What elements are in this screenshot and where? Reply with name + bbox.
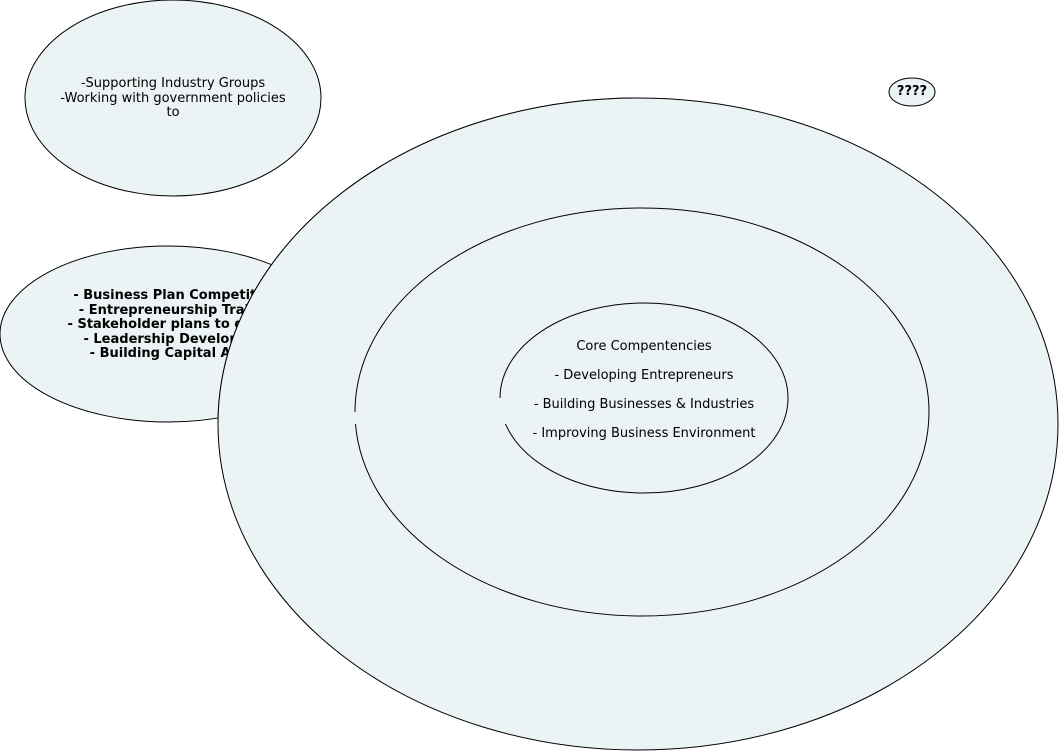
core-item-1: - Developing Entrepreneurs — [554, 368, 734, 383]
bubble-top-left-line-2: -Working with government policies — [60, 90, 286, 106]
core-title: Core Compentencies — [576, 339, 712, 354]
bubble-mid-left-line-2: - Entrepreneurship Training — [78, 302, 282, 318]
bubble-mid-left-line-3: - Stakeholder plans to develop — [67, 317, 293, 332]
bubble-mid-left-line-5: - Building Capital Access — [89, 346, 271, 361]
small-bubble-shape[interactable] — [888, 77, 936, 107]
bubble-mid-left-line-4: - Leadership Development — [83, 331, 277, 347]
bubble-mid-left-line-1: - Business Plan Competitions — [73, 289, 287, 303]
core-text: Core Compentencies - Developing Entrepre… — [504, 332, 784, 448]
small-bubble-label: ???? — [896, 85, 928, 99]
core-item-2: - Building Businesses & Industries — [533, 397, 755, 412]
core-item-3: - Improving Business Environment — [532, 426, 756, 441]
bubble-top-left-line-1: -Supporting Industry Groups — [80, 77, 266, 91]
bubble-top-left-text: -Supporting Industry Groups -Working wit… — [40, 77, 306, 121]
bubble-mid-left-text: - Business Plan Competitions - Entrepren… — [20, 289, 340, 362]
bubble-top-left-line-3: to — [166, 105, 180, 120]
